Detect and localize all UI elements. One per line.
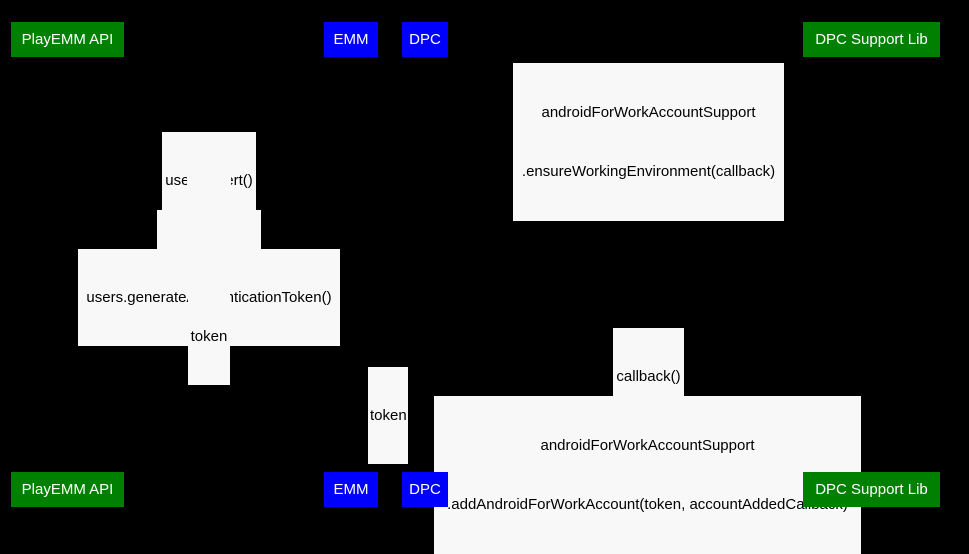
participant-bottom-playemm-api[interactable]: PlayEMM API <box>11 472 124 507</box>
participant-label: DPC <box>409 31 441 48</box>
message-line-2: .ensureWorkingEnvironment(callback) <box>521 162 776 180</box>
participant-label: PlayEMM API <box>21 31 114 48</box>
message-token-lower: token <box>368 367 408 464</box>
message-line-1: androidForWorkAccountSupport <box>541 104 756 121</box>
participant-label: DPC Support Lib <box>815 31 928 48</box>
participant-bottom-dpc-support-lib[interactable]: DPC Support Lib <box>803 472 940 507</box>
participant-top-dpc[interactable]: DPC <box>402 22 448 57</box>
participant-top-playemm-api[interactable]: PlayEMM API <box>11 22 124 57</box>
message-line-2: .addAndroidForWorkAccount(token, account… <box>447 495 848 513</box>
participant-label: DPC <box>409 481 441 498</box>
sequence-diagram-canvas: PlayEMM API EMM DPC DPC Support Lib andr… <box>11 22 940 554</box>
participant-bottom-emm[interactable]: EMM <box>324 472 378 507</box>
participant-top-dpc-support-lib[interactable]: DPC Support Lib <box>803 22 940 57</box>
participant-label: PlayEMM API <box>21 481 114 498</box>
participant-label: EMM <box>333 481 369 498</box>
participant-top-emm[interactable]: EMM <box>324 22 378 57</box>
message-token-upper: token <box>188 288 230 385</box>
message-line-1: androidForWorkAccountSupport <box>540 437 755 454</box>
participant-bottom-dpc[interactable]: DPC <box>402 472 448 507</box>
message-line-1: token <box>370 407 407 424</box>
message-ensure-working-environment: androidForWorkAccountSupport .ensureWork… <box>513 63 784 221</box>
participant-label: EMM <box>333 31 369 48</box>
message-add-android-for-work-account: androidForWorkAccountSupport .addAndroid… <box>434 396 861 554</box>
message-line-1: token <box>190 328 228 345</box>
message-line-1: callback() <box>616 368 681 385</box>
participant-label: DPC Support Lib <box>815 481 928 498</box>
